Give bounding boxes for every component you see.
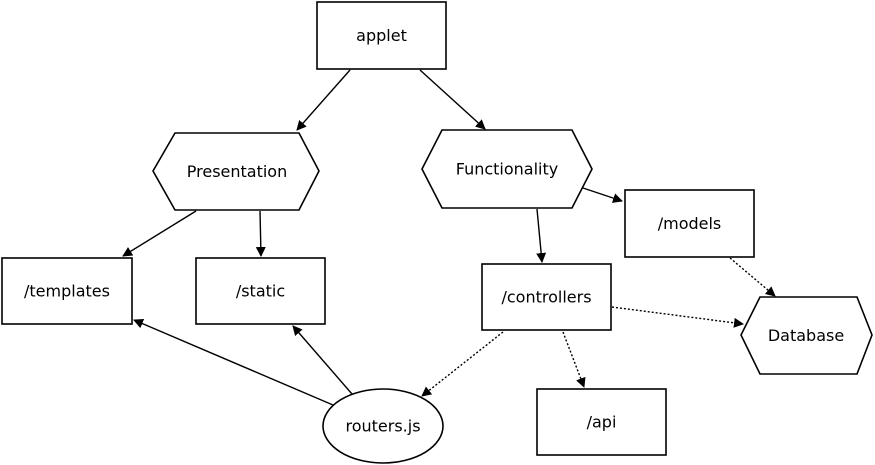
node-routers: routers.js [322, 388, 444, 464]
node-api: /api [536, 388, 667, 456]
edge-models-database [729, 257, 776, 297]
edge-presentation-static [255, 210, 266, 257]
edge-controllers-database [611, 306, 744, 328]
edges [122, 69, 776, 406]
node-models-label: /models [658, 214, 722, 233]
node-presentation-label: Presentation [187, 162, 287, 181]
edge-routers-templates [133, 318, 334, 406]
node-controllers-label: /controllers [501, 288, 591, 307]
edge-applet-presentation [296, 69, 351, 131]
edge-functionality-models [579, 186, 623, 203]
edge-controllers-routers [421, 331, 504, 397]
node-models: /models [624, 189, 755, 258]
node-routers-label: routers.js [345, 417, 420, 436]
edge-applet-functionality [419, 69, 486, 130]
node-static-label: /static [236, 282, 285, 301]
edge-routers-static [292, 325, 353, 395]
node-templates: /templates [1, 257, 133, 325]
node-functionality-label: Functionality [456, 160, 559, 179]
edge-presentation-templates [122, 210, 197, 257]
node-applet: applet [316, 1, 447, 70]
edge-functionality-controllers [536, 208, 547, 263]
node-database: Database [740, 296, 873, 375]
node-presentation: Presentation [152, 132, 320, 211]
node-static: /static [195, 257, 326, 325]
node-api-label: /api [587, 413, 617, 432]
edge-controllers-api [562, 331, 586, 388]
node-functionality: Functionality [421, 129, 593, 209]
node-controllers: /controllers [481, 263, 612, 331]
node-applet-label: applet [356, 26, 407, 45]
node-templates-label: /templates [24, 282, 110, 301]
node-database-label: Database [768, 326, 844, 345]
